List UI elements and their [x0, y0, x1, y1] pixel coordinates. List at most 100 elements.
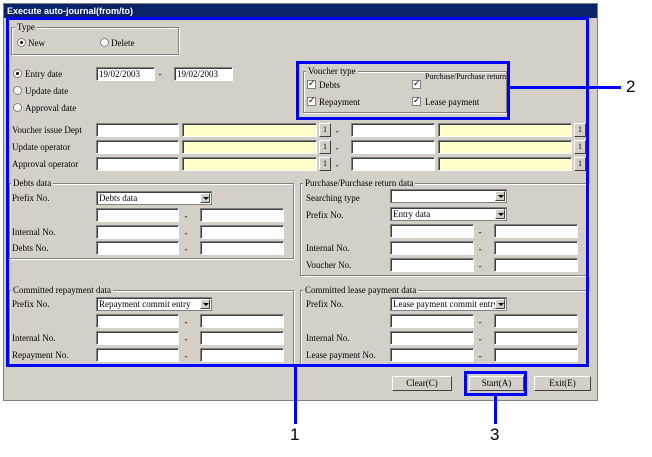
date-from-field[interactable]: 19/02/2003 [96, 67, 155, 81]
update-operator-to-name[interactable] [438, 140, 572, 154]
purchase-searching-label: Searching type [306, 193, 360, 203]
callout-line-1 [294, 366, 297, 424]
repayment-prefix-to-field[interactable] [200, 314, 284, 328]
update-operator-from-name[interactable] [182, 140, 317, 154]
update-operator-label: Update operator [12, 142, 71, 152]
approval-operator-to-name[interactable] [438, 157, 572, 171]
voucher-type-label: Voucher type [306, 66, 358, 76]
debts-prefix-dropdown[interactable]: Debts data [96, 191, 212, 205]
debts-checkbox-label: Debts [319, 80, 340, 90]
callout-line-2 [509, 86, 621, 89]
debts-prefix-label: Prefix No. [12, 193, 50, 203]
purchase-internal-from-field[interactable] [390, 241, 474, 255]
repayment-internal-to-field[interactable] [200, 331, 284, 345]
voucher-issue-dept-from-lookup-button[interactable]: 1 [319, 123, 331, 137]
lease-internal-from-field[interactable] [390, 331, 474, 345]
row-separator: - [478, 334, 482, 344]
date-range-separator: - [158, 69, 162, 79]
purchase-prefix-to-field[interactable] [494, 224, 578, 238]
purchase-searching-dropdown[interactable] [390, 189, 507, 203]
callout-line-3 [494, 395, 497, 424]
chevron-down-icon[interactable] [495, 299, 505, 309]
purchase-internal-to-field[interactable] [494, 241, 578, 255]
repayment-number-label: Repayment No. [12, 350, 69, 360]
voucher-issue-dept-from-code[interactable] [96, 123, 179, 137]
approval-operator-label: Approval operator [12, 159, 79, 169]
update-operator-from-code[interactable] [96, 140, 179, 154]
approval-operator-to-code[interactable] [351, 157, 435, 171]
clear-button[interactable]: Clear(C) [392, 376, 452, 391]
repayment-number-from-field[interactable] [96, 348, 179, 362]
update-operator-to-lookup-button[interactable]: 1 [574, 140, 586, 154]
row-separator: - [184, 317, 188, 327]
lease-payment-checkbox[interactable]: ✓ [412, 96, 421, 106]
debts-checkbox[interactable]: ✓ [307, 79, 316, 89]
lease-prefix-value: Lease payment commit entry [393, 299, 498, 309]
update-operator-from-lookup-button[interactable]: 1 [319, 140, 331, 154]
repayment-checkbox-label: Repayment [319, 97, 360, 107]
debts-internal-from-field[interactable] [96, 225, 179, 239]
row-separator: - [478, 261, 482, 271]
purchase-number-label: Voucher No. [306, 260, 352, 270]
repayment-internal-label: Internal No. [12, 333, 56, 343]
type-group [11, 27, 179, 55]
approval-date-radio[interactable] [13, 103, 22, 112]
repayment-checkbox[interactable]: ✓ [307, 96, 316, 106]
lease-prefix-dropdown[interactable]: Lease payment commit entry [390, 297, 507, 311]
repayment-internal-from-field[interactable] [96, 331, 179, 345]
debts-number-to-field[interactable] [200, 241, 284, 255]
lease-payment-checkbox-label: Lease payment [425, 97, 480, 107]
row-separator: - [478, 317, 482, 327]
debts-internal-to-field[interactable] [200, 225, 284, 239]
voucher-issue-dept-to-code[interactable] [351, 123, 435, 137]
type-delete-radio[interactable] [100, 38, 109, 47]
entry-date-radio[interactable] [13, 69, 22, 78]
lease-prefix-to-field[interactable] [494, 314, 578, 328]
repayment-prefix-from-field[interactable] [96, 314, 179, 328]
update-date-radio[interactable] [13, 86, 22, 95]
purchase-return-checkbox[interactable]: ✓ [412, 79, 421, 89]
voucher-issue-dept-from-name[interactable] [182, 123, 317, 137]
lease-number-from-field[interactable] [390, 348, 474, 362]
debts-prefix-from-field[interactable] [96, 208, 179, 222]
row-separator: - [478, 244, 482, 254]
repayment-number-to-field[interactable] [200, 348, 284, 362]
approval-operator-from-code[interactable] [96, 157, 179, 171]
purchase-internal-label: Internal No. [306, 243, 350, 253]
date-to-field[interactable]: 19/02/2003 [174, 67, 233, 81]
chevron-down-icon[interactable] [495, 209, 505, 219]
start-button[interactable]: Start(A) [469, 376, 524, 391]
debts-number-from-field[interactable] [96, 241, 179, 255]
approval-operator-from-name[interactable] [182, 157, 317, 171]
exit-button[interactable]: Exit(E) [534, 376, 591, 391]
chevron-down-icon[interactable] [495, 191, 505, 201]
lease-internal-to-field[interactable] [494, 331, 578, 345]
purchase-prefix-dropdown[interactable]: Entry data [390, 207, 507, 221]
window-title: Execute auto-journal(from/to) [4, 4, 597, 18]
type-new-label: New [28, 38, 45, 48]
row-separator: - [184, 351, 188, 361]
purchase-number-from-field[interactable] [390, 258, 474, 272]
lease-prefix-from-field[interactable] [390, 314, 474, 328]
debts-data-label: Debts data [11, 178, 54, 188]
approval-operator-to-lookup-button[interactable]: 1 [574, 157, 586, 171]
lease-number-to-field[interactable] [494, 348, 578, 362]
row-separator: - [478, 227, 482, 237]
lease-internal-label: Internal No. [306, 333, 350, 343]
type-new-radio[interactable] [17, 38, 26, 47]
debts-prefix-to-field[interactable] [200, 208, 284, 222]
purchase-data-label: Purchase/Purchase return data [303, 178, 416, 188]
voucher-issue-dept-to-lookup-button[interactable]: 1 [574, 123, 586, 137]
chevron-down-icon[interactable] [200, 299, 210, 309]
update-date-label: Update date [25, 86, 69, 96]
chevron-down-icon[interactable] [200, 193, 210, 203]
debts-data-group [9, 183, 294, 259]
purchase-prefix-from-field[interactable] [390, 224, 474, 238]
repayment-prefix-dropdown[interactable]: Repayment commit entry [96, 297, 212, 311]
update-operator-to-code[interactable] [351, 140, 435, 154]
approval-operator-from-lookup-button[interactable]: 1 [319, 157, 331, 171]
callout-box-3 [464, 371, 527, 396]
callout-number-2: 2 [626, 77, 636, 96]
purchase-number-to-field[interactable] [494, 258, 578, 272]
voucher-issue-dept-to-name[interactable] [438, 123, 572, 137]
